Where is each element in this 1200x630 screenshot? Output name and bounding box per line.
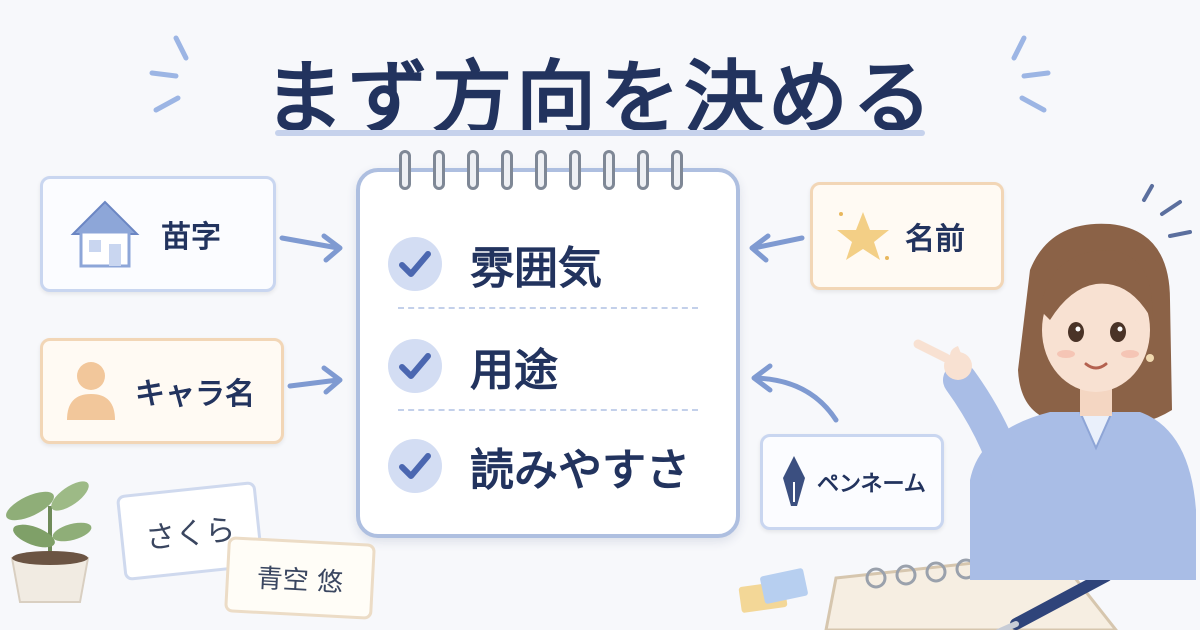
page-title: まず方向を決める [264, 52, 936, 145]
card-myoji: 苗字 [40, 176, 276, 292]
card-myoji-label: 苗字 [161, 220, 221, 255]
person-icon [67, 362, 115, 420]
arrow-namae [751, 235, 805, 251]
name-tag-text: さくら [143, 512, 237, 557]
sparkle-left-icon [149, 35, 189, 113]
checkmark-icon [388, 339, 442, 393]
checklist-divider [398, 409, 698, 411]
card-namae: 名前 [810, 182, 1004, 290]
notebook-ring [569, 150, 581, 190]
notebook-ring [433, 150, 445, 190]
card-penname: ペンネーム [760, 434, 944, 530]
notebook-ring [467, 150, 479, 190]
house-icon [70, 200, 140, 268]
checklist-item-label: 雰囲気 [470, 243, 602, 294]
notebook-ring [501, 150, 513, 190]
checkmark-icon [388, 237, 442, 291]
card-namae-label: 名前 [905, 222, 965, 257]
arrow-chara [287, 377, 341, 389]
woman-pointing-illustration [913, 184, 1196, 580]
fountain-pen-icon [783, 456, 805, 506]
arrow-penname [753, 375, 839, 423]
checklist-item: 読みやすさ [388, 434, 708, 498]
notebook-ring [603, 150, 615, 190]
arrow-myoji [279, 235, 341, 251]
checklist-item-label: 読みやすさ [470, 445, 690, 496]
notebook-ring [399, 150, 411, 190]
name-tag: 青空 悠 [224, 536, 376, 620]
potted-plant-icon [6, 481, 92, 603]
checklist-item: 用途 [388, 334, 708, 398]
sparkle-right-icon [1011, 35, 1051, 113]
checklist-divider [398, 307, 698, 309]
star-icon [837, 212, 889, 260]
name-tag-text: 青空 悠 [256, 563, 344, 598]
notebook-ring [535, 150, 547, 190]
checklist-item-label: 用途 [470, 345, 558, 396]
card-chara: キャラ名 [40, 338, 284, 444]
card-penname-label: ペンネーム [817, 472, 926, 497]
title-underline [275, 130, 925, 136]
notebook-ring [637, 150, 649, 190]
card-chara-label: キャラ名 [135, 377, 255, 412]
notebook-ring [671, 150, 683, 190]
checklist-item: 雰囲気 [388, 232, 708, 296]
checkmark-icon [388, 439, 442, 493]
